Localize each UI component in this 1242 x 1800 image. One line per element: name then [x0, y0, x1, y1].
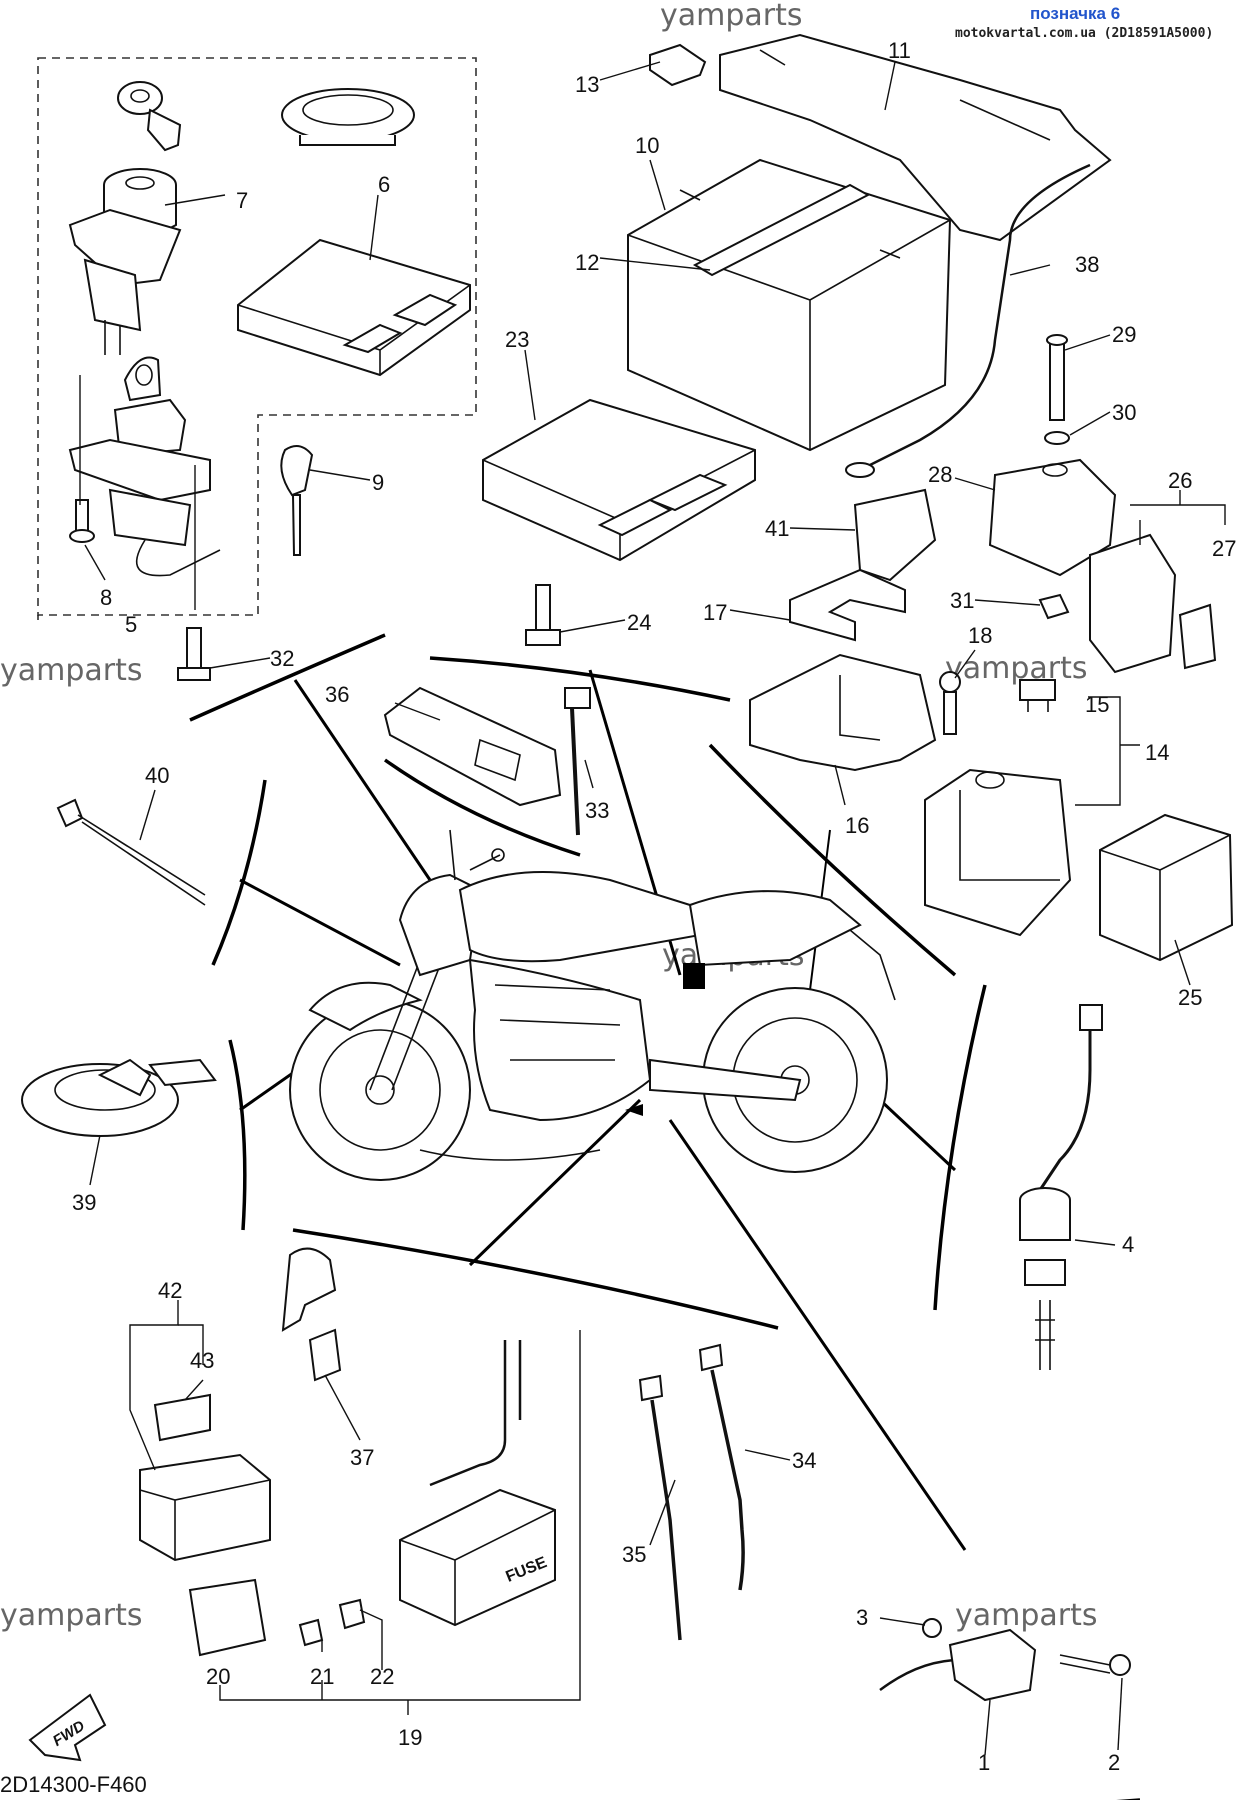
screw-part[interactable] [939, 671, 961, 735]
callout-leaders [37, 61, 1226, 1756]
callout-4[interactable]: 4 [1122, 1232, 1134, 1257]
callout-36[interactable]: 36 [325, 682, 349, 707]
ecu-part[interactable] [237, 238, 471, 377]
fuse-part[interactable] [338, 1598, 366, 1630]
relay-part[interactable] [853, 488, 937, 582]
callout-23[interactable]: 23 [505, 327, 529, 352]
callout-34[interactable]: 34 [792, 1448, 816, 1473]
callout-14[interactable]: 14 [1145, 740, 1169, 765]
cable-tie-part[interactable] [56, 798, 206, 906]
bracket-part[interactable] [749, 653, 937, 772]
screw-part[interactable] [69, 499, 95, 543]
seat-lock-part[interactable] [117, 81, 182, 152]
key-part[interactable] [280, 445, 314, 556]
callout-15[interactable]: 15 [1085, 692, 1109, 717]
callout-35[interactable]: 35 [622, 1542, 646, 1567]
horn-part[interactable] [21, 1058, 217, 1137]
fuel-tank-cap-part[interactable] [281, 88, 415, 146]
cover-part[interactable] [789, 568, 906, 642]
callout-26[interactable]: 26 [1168, 468, 1192, 493]
callout-8[interactable]: 8 [100, 585, 112, 610]
callout-24[interactable]: 24 [627, 610, 651, 635]
bolt-part[interactable] [525, 584, 561, 646]
watermark: yamparts [955, 1598, 1098, 1633]
coupler-cap-part[interactable] [1178, 603, 1217, 670]
neutral-switch-part[interactable] [1019, 1004, 1103, 1370]
diagram-code: 2D14300-F460 [0, 1772, 147, 1797]
relay-part[interactable] [188, 1578, 267, 1657]
callout-38[interactable]: 38 [1075, 252, 1099, 277]
callout-7[interactable]: 7 [236, 188, 248, 213]
callout-10[interactable]: 10 [635, 133, 659, 158]
callout-19[interactable]: 19 [398, 1725, 422, 1750]
starter-relay-assembly-part[interactable] [924, 768, 1072, 937]
callout-numbers: 1 2 3 4 5 6 7 8 9 10 11 12 13 14 15 16 1… [72, 38, 1236, 1775]
callout-27[interactable]: 27 [1212, 536, 1236, 561]
callout-31[interactable]: 31 [950, 588, 974, 613]
starter-relay-part[interactable] [988, 458, 1117, 577]
watermark: yamparts [0, 1598, 143, 1633]
callout-2[interactable]: 2 [1108, 1750, 1120, 1775]
callout-32[interactable]: 32 [270, 646, 294, 671]
ignitor-unit-part[interactable] [482, 398, 756, 562]
callout-40[interactable]: 40 [145, 763, 169, 788]
callout-12[interactable]: 12 [575, 250, 599, 275]
callout-41[interactable]: 41 [765, 516, 789, 541]
source-label: motokvartal.com.ua (2D18591A5000) [955, 26, 1214, 41]
callout-18[interactable]: 18 [968, 623, 992, 648]
sensor-part[interactable] [879, 1618, 1131, 1702]
callout-28[interactable]: 28 [928, 462, 952, 487]
callout-17[interactable]: 17 [703, 600, 727, 625]
motorcycle-illustration [289, 829, 896, 1181]
holder-part[interactable] [281, 1247, 342, 1382]
callout-39[interactable]: 39 [72, 1190, 96, 1215]
band-part[interactable] [383, 686, 562, 807]
coupler-part[interactable] [1089, 533, 1177, 674]
watermark: yamparts [660, 0, 803, 33]
callout-29[interactable]: 29 [1112, 322, 1136, 347]
bolt-part[interactable] [1046, 334, 1068, 421]
fuse-part[interactable] [1019, 679, 1056, 712]
callout-5[interactable]: 5 [125, 612, 137, 637]
callout-6[interactable]: 6 [378, 172, 390, 197]
watermark: yamparts [0, 653, 143, 688]
callout-25[interactable]: 25 [1178, 985, 1202, 1010]
cable-tie-part[interactable] [698, 1343, 745, 1591]
fwd-arrow-icon: FWD [28, 1693, 107, 1762]
callout-33[interactable]: 33 [585, 798, 609, 823]
callout-9[interactable]: 9 [372, 470, 384, 495]
watermark: yamparts [945, 651, 1088, 686]
bolt-part[interactable] [177, 627, 211, 681]
callout-11[interactable]: 11 [888, 38, 911, 63]
fuse-box-part[interactable] [399, 1340, 556, 1627]
callout-21[interactable]: 21 [310, 1664, 334, 1689]
callout-30[interactable]: 30 [1112, 400, 1136, 425]
callout-3[interactable]: 3 [856, 1605, 868, 1630]
callout-20[interactable]: 20 [206, 1664, 230, 1689]
battery-box-part[interactable] [719, 33, 1112, 242]
bike-leaders [239, 669, 967, 1551]
battery-part[interactable] [627, 158, 952, 452]
fuse-part[interactable] [298, 1618, 324, 1647]
battery-cable-part[interactable] [845, 163, 1091, 478]
battery-cover-rubber-part[interactable] [649, 43, 707, 87]
callout-43[interactable]: 43 [190, 1348, 214, 1373]
callout-1[interactable]: 1 [978, 1750, 990, 1775]
steering-lock-part[interactable] [68, 356, 221, 577]
coupler-part[interactable] [139, 1393, 271, 1562]
cable-tie-part[interactable] [638, 1374, 682, 1641]
callout-37[interactable]: 37 [350, 1445, 374, 1470]
page-title[interactable]: позначка 6 [1030, 4, 1121, 23]
washer-part[interactable] [1044, 431, 1070, 445]
cable-tie-part[interactable] [564, 687, 591, 836]
callout-13[interactable]: 13 [575, 72, 599, 97]
callout-22[interactable]: 22 [370, 1664, 394, 1689]
turn-signal-relay-part[interactable] [1099, 813, 1234, 962]
callout-42[interactable]: 42 [158, 1278, 182, 1303]
main-switch-part[interactable] [68, 168, 182, 355]
callout-16[interactable]: 16 [845, 813, 869, 838]
clip-part[interactable] [1038, 593, 1070, 620]
connector-mark [683, 963, 705, 989]
